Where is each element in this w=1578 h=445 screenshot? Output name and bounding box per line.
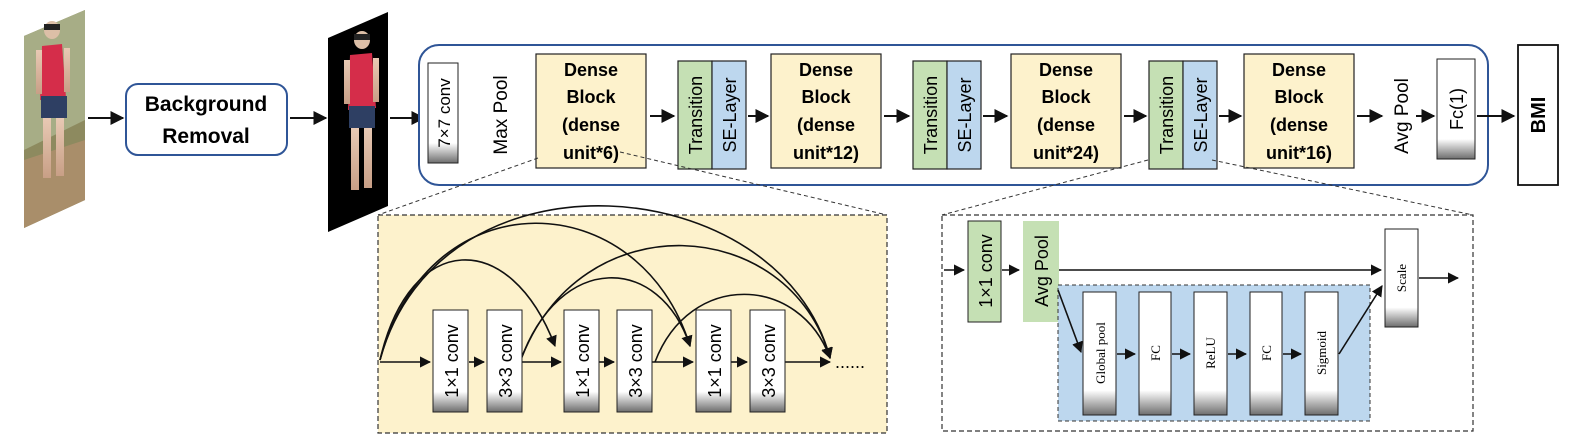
dense-block-1-line1: Dense <box>564 60 618 80</box>
dense-unit-1-conv1-label: 1×1 conv <box>442 324 462 398</box>
se-fc2-label: FC <box>1259 345 1274 361</box>
se-avgpool-block: Avg Pool <box>1023 221 1059 322</box>
dense-block-4-line4: unit*16) <box>1266 143 1332 163</box>
dense-block-3-line4: unit*24) <box>1033 143 1099 163</box>
se-scale-block: Scale <box>1384 228 1419 328</box>
background-removal-box: Background Removal <box>125 83 288 156</box>
background-removal-label-line2: Removal <box>162 125 250 148</box>
se-conv1x1-label: 1×1 conv <box>976 234 996 308</box>
transition-1-label: Transition <box>686 76 706 154</box>
se-fc1-label: FC <box>1148 345 1163 361</box>
se-global-pool-block: Global pool <box>1082 291 1117 416</box>
dense-ellipsis: ...... <box>835 352 865 372</box>
se-scale-label: Scale <box>1394 264 1409 292</box>
dense-block-3-line1: Dense <box>1039 60 1093 80</box>
se-sigmoid-label: Sigmoid <box>1314 330 1329 375</box>
dense-unit-2-conv1: 1×1 conv <box>563 309 600 413</box>
se-layer-detail: 1×1 conv Avg Pool Global pool FC ReLU <box>941 214 1474 432</box>
se-layer-2-label: SE-Layer <box>955 77 975 152</box>
dense-unit-2-conv3: 3×3 conv <box>616 309 653 413</box>
bmi-label: BMI <box>1528 97 1550 134</box>
dense-block-3-line2: Block <box>1041 87 1091 107</box>
dense-block-1-line2: Block <box>566 87 616 107</box>
dense-block-2-line3: (dense <box>797 115 855 135</box>
conv7x7-label: 7×7 conv <box>435 78 454 148</box>
avgpool-label: Avg Pool <box>1392 78 1413 154</box>
dense-block-4: Dense Block (dense unit*16) <box>1243 53 1355 169</box>
dense-block-2-line2: Block <box>801 87 851 107</box>
segmented-photo <box>328 12 388 232</box>
se-relu-label: ReLU <box>1203 337 1218 369</box>
input-photo <box>24 10 85 228</box>
background-removal-label-line1: Background <box>145 93 268 116</box>
dense-unit-2-conv3-label: 3×3 conv <box>626 324 646 398</box>
bmi-output: BMI <box>1517 44 1559 186</box>
transition-se-1: Transition SE-Layer <box>677 60 747 170</box>
maxpool-label: Max Pool <box>491 75 512 154</box>
dense-unit-1-conv1: 1×1 conv <box>432 309 469 413</box>
dense-block-2: Dense Block (dense unit*12) <box>770 53 882 169</box>
dense-block-2-line4: unit*12) <box>793 143 859 163</box>
dense-block-4-line1: Dense <box>1272 60 1326 80</box>
dense-block-1: Dense Block (dense unit*6) <box>535 53 647 169</box>
se-conv1x1-block: 1×1 conv <box>967 220 1002 323</box>
se-layer-1-label: SE-Layer <box>720 77 740 152</box>
transition-se-2: Transition SE-Layer <box>912 60 982 170</box>
transition-3-label: Transition <box>1157 76 1177 154</box>
fc-block: Fc(1) <box>1436 58 1476 160</box>
dense-block-4-line2: Block <box>1274 87 1324 107</box>
dense-block-2-line1: Dense <box>799 60 853 80</box>
se-layer-3-label: SE-Layer <box>1191 77 1211 152</box>
fc-label: Fc(1) <box>1447 88 1467 130</box>
se-avgpool-label: Avg Pool <box>1032 235 1052 307</box>
dense-unit-2-conv1-label: 1×1 conv <box>573 324 593 398</box>
dense-block-3-line3: (dense <box>1037 115 1095 135</box>
dense-unit-1-conv3-label: 3×3 conv <box>496 324 516 398</box>
conv7x7-block: 7×7 conv <box>427 62 459 164</box>
dense-unit-1-conv3: 3×3 conv <box>486 309 523 413</box>
dense-unit-3-conv1: 1×1 conv <box>695 309 732 413</box>
dense-block-3: Dense Block (dense unit*24) <box>1010 53 1122 169</box>
dense-block-detail: 1×1 conv 3×3 conv 1×1 conv 3×3 conv 1×1 … <box>377 205 888 434</box>
dense-unit-3-conv1-label: 1×1 conv <box>705 324 725 398</box>
se-relu-block: ReLU <box>1193 291 1228 416</box>
transition-2-label: Transition <box>921 76 941 154</box>
dense-block-1-line4: unit*6) <box>563 143 619 163</box>
dense-unit-3-conv3: 3×3 conv <box>749 309 786 413</box>
transition-se-3: Transition SE-Layer <box>1148 60 1218 170</box>
dense-unit-3-conv3-label: 3×3 conv <box>759 324 779 398</box>
se-fc1-block: FC <box>1138 291 1172 416</box>
dense-block-1-line3: (dense <box>562 115 620 135</box>
se-fc2-block: FC <box>1249 291 1283 416</box>
se-global-pool-label: Global pool <box>1093 322 1108 384</box>
dense-block-4-line3: (dense <box>1270 115 1328 135</box>
se-sigmoid-block: Sigmoid <box>1304 291 1339 416</box>
